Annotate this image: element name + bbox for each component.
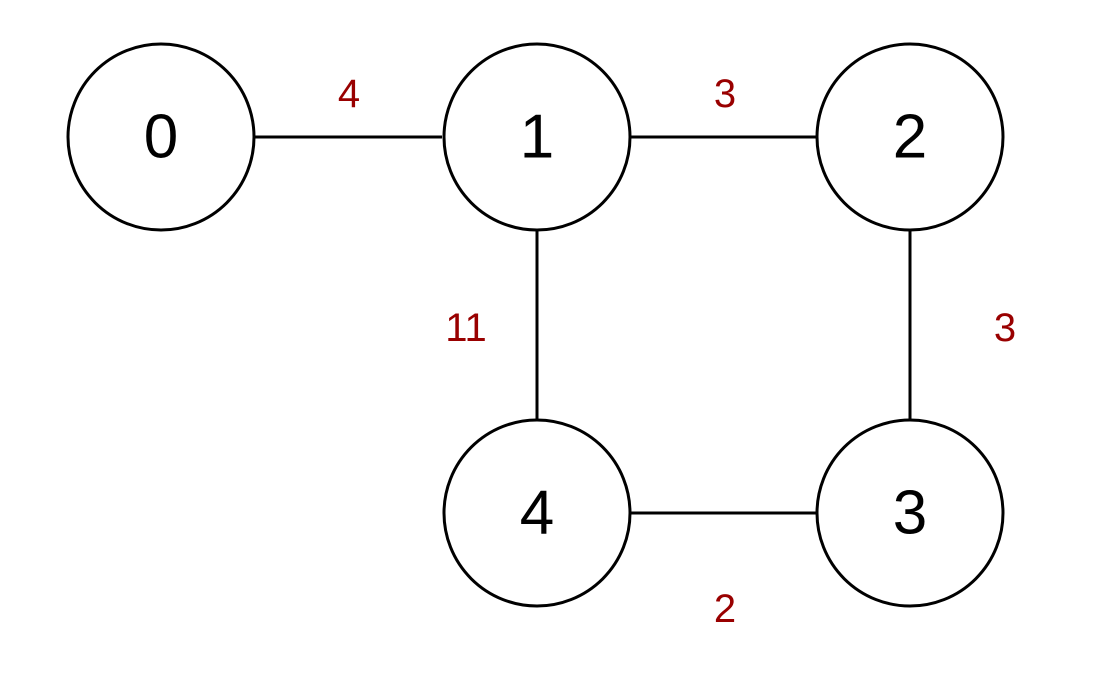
node-3: 3 [815,418,1005,608]
node-4: 4 [442,418,632,608]
node-2: 2 [815,42,1005,232]
edge-weights: 4 3 11 3 2 [338,72,1016,631]
node-0: 0 [66,42,256,232]
edges [254,135,912,515]
node-0-circle [66,42,256,232]
nodes: 0 1 2 3 4 [66,42,1005,608]
edge-weight-0-1: 4 [338,72,360,116]
node-1: 1 [442,42,632,232]
node-1-circle [442,42,632,232]
node-4-label: 4 [520,479,554,548]
node-0-label: 0 [144,103,178,172]
node-1-label: 1 [520,103,554,172]
node-3-label: 3 [893,479,927,548]
edge-weight-1-2: 3 [714,72,736,116]
node-4-circle [442,418,632,608]
edge-weight-2-3: 3 [994,306,1016,350]
node-2-circle [815,42,1005,232]
edge-weight-4-3: 2 [714,587,736,631]
node-2-label: 2 [893,103,927,172]
edge-weight-1-4: 11 [445,306,487,350]
node-3-circle [815,418,1005,608]
